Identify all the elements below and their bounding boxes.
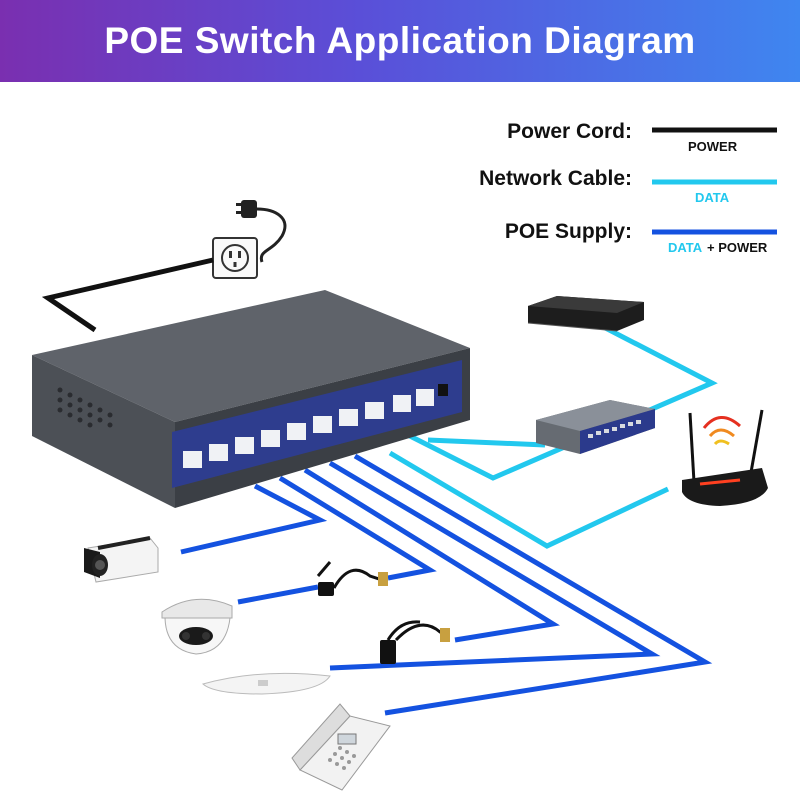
poe-cable-ip-phone [353, 453, 713, 716]
wireless-access-point [201, 672, 331, 695]
legend-power-cord-label: Power Cord: [507, 120, 632, 143]
legend-poe-supply-label: POE Supply: [504, 220, 632, 243]
network-video-recorder [527, 296, 644, 332]
power-plug-icon [236, 200, 287, 263]
dome-camera [161, 598, 233, 655]
router-data-cable [388, 450, 670, 549]
poe-cables [180, 453, 713, 716]
switch-data-cable [427, 437, 546, 448]
network-switch [536, 400, 655, 454]
poe-cable-splitter-2 [303, 467, 560, 643]
diagram-title: POE Switch Application Diagram [104, 20, 696, 61]
switch-uplink-ports [393, 389, 434, 412]
legend-data-tag: DATA [695, 190, 730, 205]
poe-cable-access-point [328, 460, 661, 671]
legend-poe-power-tag: + POWER [707, 240, 768, 255]
ip-phone [291, 703, 391, 791]
poe-switch [32, 290, 470, 508]
poe-splitter [316, 561, 388, 596]
legend-network-cable-label: Network Cable: [479, 167, 632, 190]
title-banner [0, 0, 800, 82]
splitter-1-to-dome [237, 584, 319, 605]
legend-power-tag: POWER [688, 139, 738, 154]
legend-poe-data-tag: DATA [668, 240, 703, 255]
poe-splitter [380, 620, 450, 664]
wall-socket-icon [212, 237, 258, 279]
poe-cable-splitter-1 [278, 475, 437, 581]
power-cord-line [41, 257, 214, 333]
poe-cable-bullet-camera [180, 483, 328, 555]
switch-poe-ports [183, 402, 384, 468]
wireless-router [682, 409, 768, 506]
bullet-camera [84, 536, 159, 583]
